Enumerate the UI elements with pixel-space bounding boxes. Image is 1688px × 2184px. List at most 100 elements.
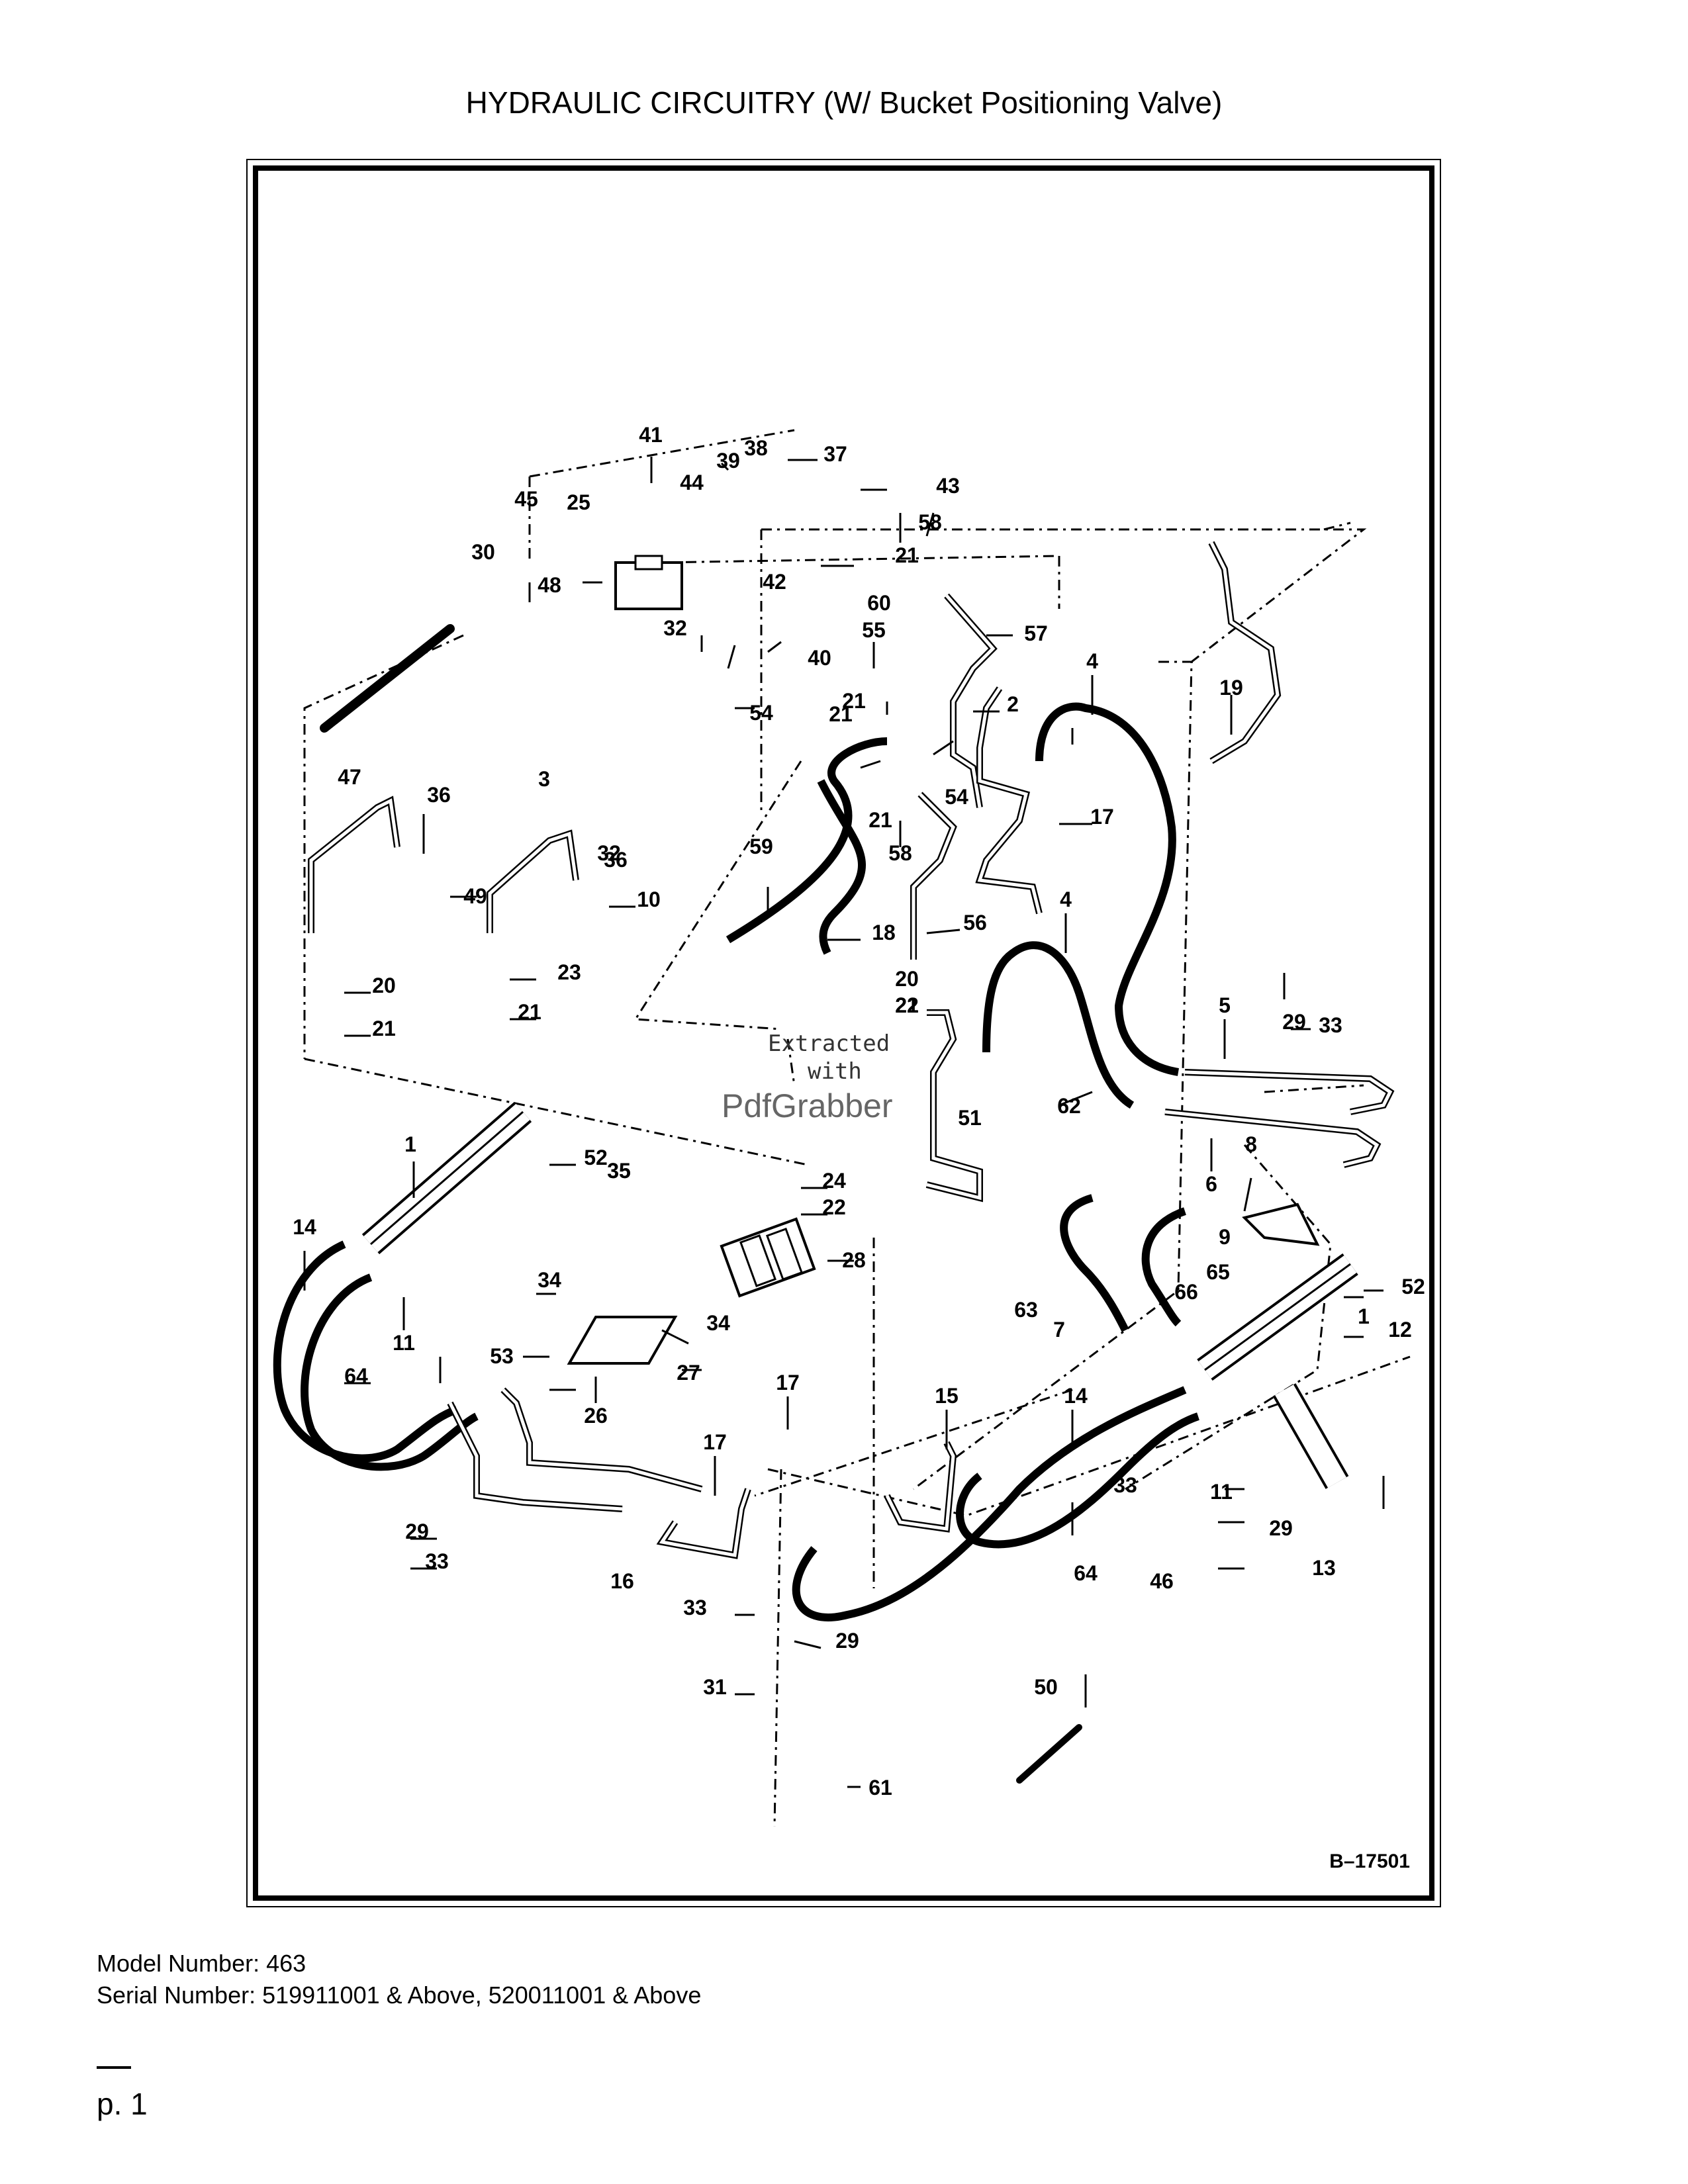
page-title: HYDRAULIC CIRCUITRY (W/ Bucket Positioni… <box>465 85 1223 120</box>
part-callout-66: 66 <box>1174 1280 1198 1304</box>
part-callout-1: 1 <box>404 1132 416 1156</box>
part-callout-16: 16 <box>610 1569 634 1593</box>
part-callout-30: 30 <box>471 540 495 564</box>
part-callout-33: 33 <box>1319 1013 1342 1037</box>
part-callout-15: 15 <box>935 1384 959 1408</box>
part-callout-23: 23 <box>557 960 581 984</box>
footer-rule <box>97 2066 131 2069</box>
part-callout-29: 29 <box>405 1520 429 1543</box>
part-callout-10: 10 <box>637 887 661 911</box>
part-callout-14: 14 <box>293 1215 316 1239</box>
part-callout-32: 32 <box>597 841 621 865</box>
diagram-code: B–17501 <box>1329 1850 1410 1872</box>
part-callout-6: 6 <box>1205 1172 1217 1196</box>
diagram-frame <box>253 165 1434 1901</box>
part-callout-37: 37 <box>823 442 847 466</box>
part-callout-46: 46 <box>1150 1569 1174 1593</box>
part-callout-54: 54 <box>749 701 773 725</box>
part-callout-27: 27 <box>677 1361 700 1385</box>
part-callout-39: 39 <box>716 449 740 473</box>
part-callout-35: 35 <box>607 1159 631 1183</box>
part-callout-43: 43 <box>936 474 960 498</box>
hydraulic-parts <box>273 541 1395 1784</box>
part-callout-47: 47 <box>338 765 361 789</box>
part-callout-26: 26 <box>584 1404 608 1428</box>
part-callout-13: 13 <box>1312 1556 1336 1580</box>
part-callout-18: 18 <box>872 921 896 944</box>
part-callout-52: 52 <box>584 1146 608 1169</box>
part-callout-33: 33 <box>1113 1473 1137 1497</box>
part-callout-64: 64 <box>1074 1561 1098 1585</box>
part-callout-21: 21 <box>895 993 919 1017</box>
part-callout-19: 19 <box>1219 676 1243 700</box>
part-callout-48: 48 <box>538 573 561 597</box>
part-callout-40: 40 <box>808 646 831 670</box>
part-callout-58: 58 <box>918 510 942 534</box>
part-callout-25: 25 <box>567 490 590 514</box>
part-callout-33: 33 <box>683 1596 707 1619</box>
part-callout-64: 64 <box>344 1364 368 1388</box>
part-callout-2: 2 <box>1007 692 1019 716</box>
watermark-line1: Extracted <box>768 1030 890 1057</box>
part-callout-22: 22 <box>822 1195 846 1219</box>
part-callout-9: 9 <box>1219 1225 1231 1249</box>
part-callout-21: 21 <box>895 543 919 567</box>
part-callout-62: 62 <box>1057 1094 1081 1118</box>
part-callout-21: 21 <box>372 1017 396 1040</box>
part-callout-55: 55 <box>862 618 886 642</box>
part-callout-20: 20 <box>895 967 919 991</box>
part-callout-14: 14 <box>1064 1384 1088 1408</box>
part-callout-53: 53 <box>490 1344 514 1368</box>
part-callout-49: 49 <box>463 884 487 908</box>
part-callout-7: 7 <box>1053 1318 1065 1342</box>
part-callout-29: 29 <box>1282 1010 1306 1034</box>
part-callout-32: 32 <box>663 616 687 640</box>
part-callout-38: 38 <box>744 436 768 460</box>
part-callout-20: 20 <box>372 974 396 997</box>
part-callout-41: 41 <box>639 423 663 447</box>
part-callout-65: 65 <box>1206 1260 1230 1284</box>
part-callout-31: 31 <box>703 1675 727 1699</box>
part-callout-29: 29 <box>1269 1516 1293 1540</box>
part-callout-17: 17 <box>1090 805 1114 829</box>
callout-labels: 1123445678910111112131414151617171718192… <box>293 423 1425 1799</box>
part-callout-58: 58 <box>888 841 912 865</box>
part-callout-56: 56 <box>963 911 987 934</box>
part-callout-21: 21 <box>518 1000 541 1024</box>
part-callout-52: 52 <box>1401 1275 1425 1298</box>
part-callout-22: 22 <box>895 993 919 1017</box>
part-callout-60: 60 <box>867 591 891 615</box>
part-callout-12: 12 <box>1388 1318 1412 1342</box>
part-callout-35: 35 <box>607 1159 631 1183</box>
part-callout-61: 61 <box>868 1776 892 1799</box>
part-callout-59: 59 <box>749 835 773 858</box>
hidden-frame-lines <box>303 429 1411 1827</box>
part-callout-42: 42 <box>763 570 786 594</box>
part-callout-36: 36 <box>604 848 628 872</box>
part-callout-21: 21 <box>868 808 892 832</box>
diagram-frame-outer <box>246 159 1441 1907</box>
part-callout-21: 21 <box>842 689 866 713</box>
part-callout-5: 5 <box>1219 993 1231 1017</box>
part-callout-24: 24 <box>822 1169 846 1193</box>
page-number: p. 1 <box>97 2087 148 2121</box>
part-callout-3: 3 <box>538 767 550 791</box>
part-callout-11: 11 <box>393 1331 415 1355</box>
watermark-line3: PdfGrabber <box>722 1087 892 1124</box>
part-callout-51: 51 <box>958 1106 982 1130</box>
serial-number: Serial Number: 519911001 & Above, 520011… <box>97 1981 702 2009</box>
part-callout-36: 36 <box>427 783 451 807</box>
part-callout-33: 33 <box>425 1549 449 1573</box>
part-callout-4: 4 <box>1060 887 1072 911</box>
part-callout-11: 11 <box>1210 1480 1233 1504</box>
part-callout-28: 28 <box>842 1248 866 1272</box>
part-callout-8: 8 <box>1245 1132 1257 1156</box>
part-callout-34: 34 <box>706 1311 730 1335</box>
part-callout-1: 1 <box>1358 1304 1370 1328</box>
part-callout-17: 17 <box>776 1371 800 1394</box>
part-callout-17: 17 <box>703 1430 727 1454</box>
watermark-line2: with <box>808 1058 862 1085</box>
part-callout-45: 45 <box>514 487 538 511</box>
model-number: Model Number: 463 <box>97 1950 306 1977</box>
